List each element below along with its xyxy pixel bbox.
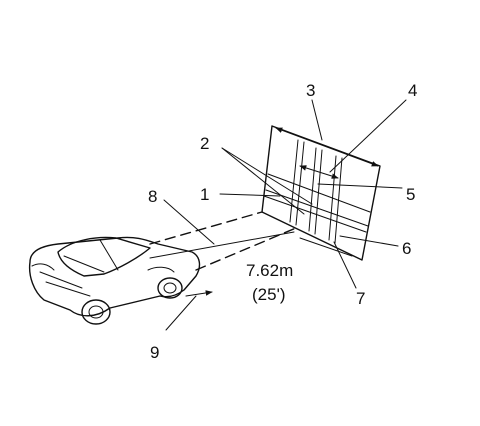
callout-1: 1 [200,185,209,204]
leader-lines [163,99,407,289]
width-dimension [275,127,379,167]
callout-2: 2 [200,134,209,153]
callout-3: 3 [306,81,315,100]
callout-9: 9 [150,343,159,362]
callout-8: 8 [148,187,157,206]
direction-arrow [165,290,213,331]
callout-7: 7 [356,289,365,308]
callout-5: 5 [406,185,415,204]
distance-metric-label: 7.62m [246,261,293,280]
offset-dimension [299,165,339,179]
callout-4: 4 [408,81,417,100]
light-beams [149,211,297,271]
vehicle [28,236,201,325]
callout-6: 6 [402,239,411,258]
distance-imperial-label: (25') [252,285,285,304]
